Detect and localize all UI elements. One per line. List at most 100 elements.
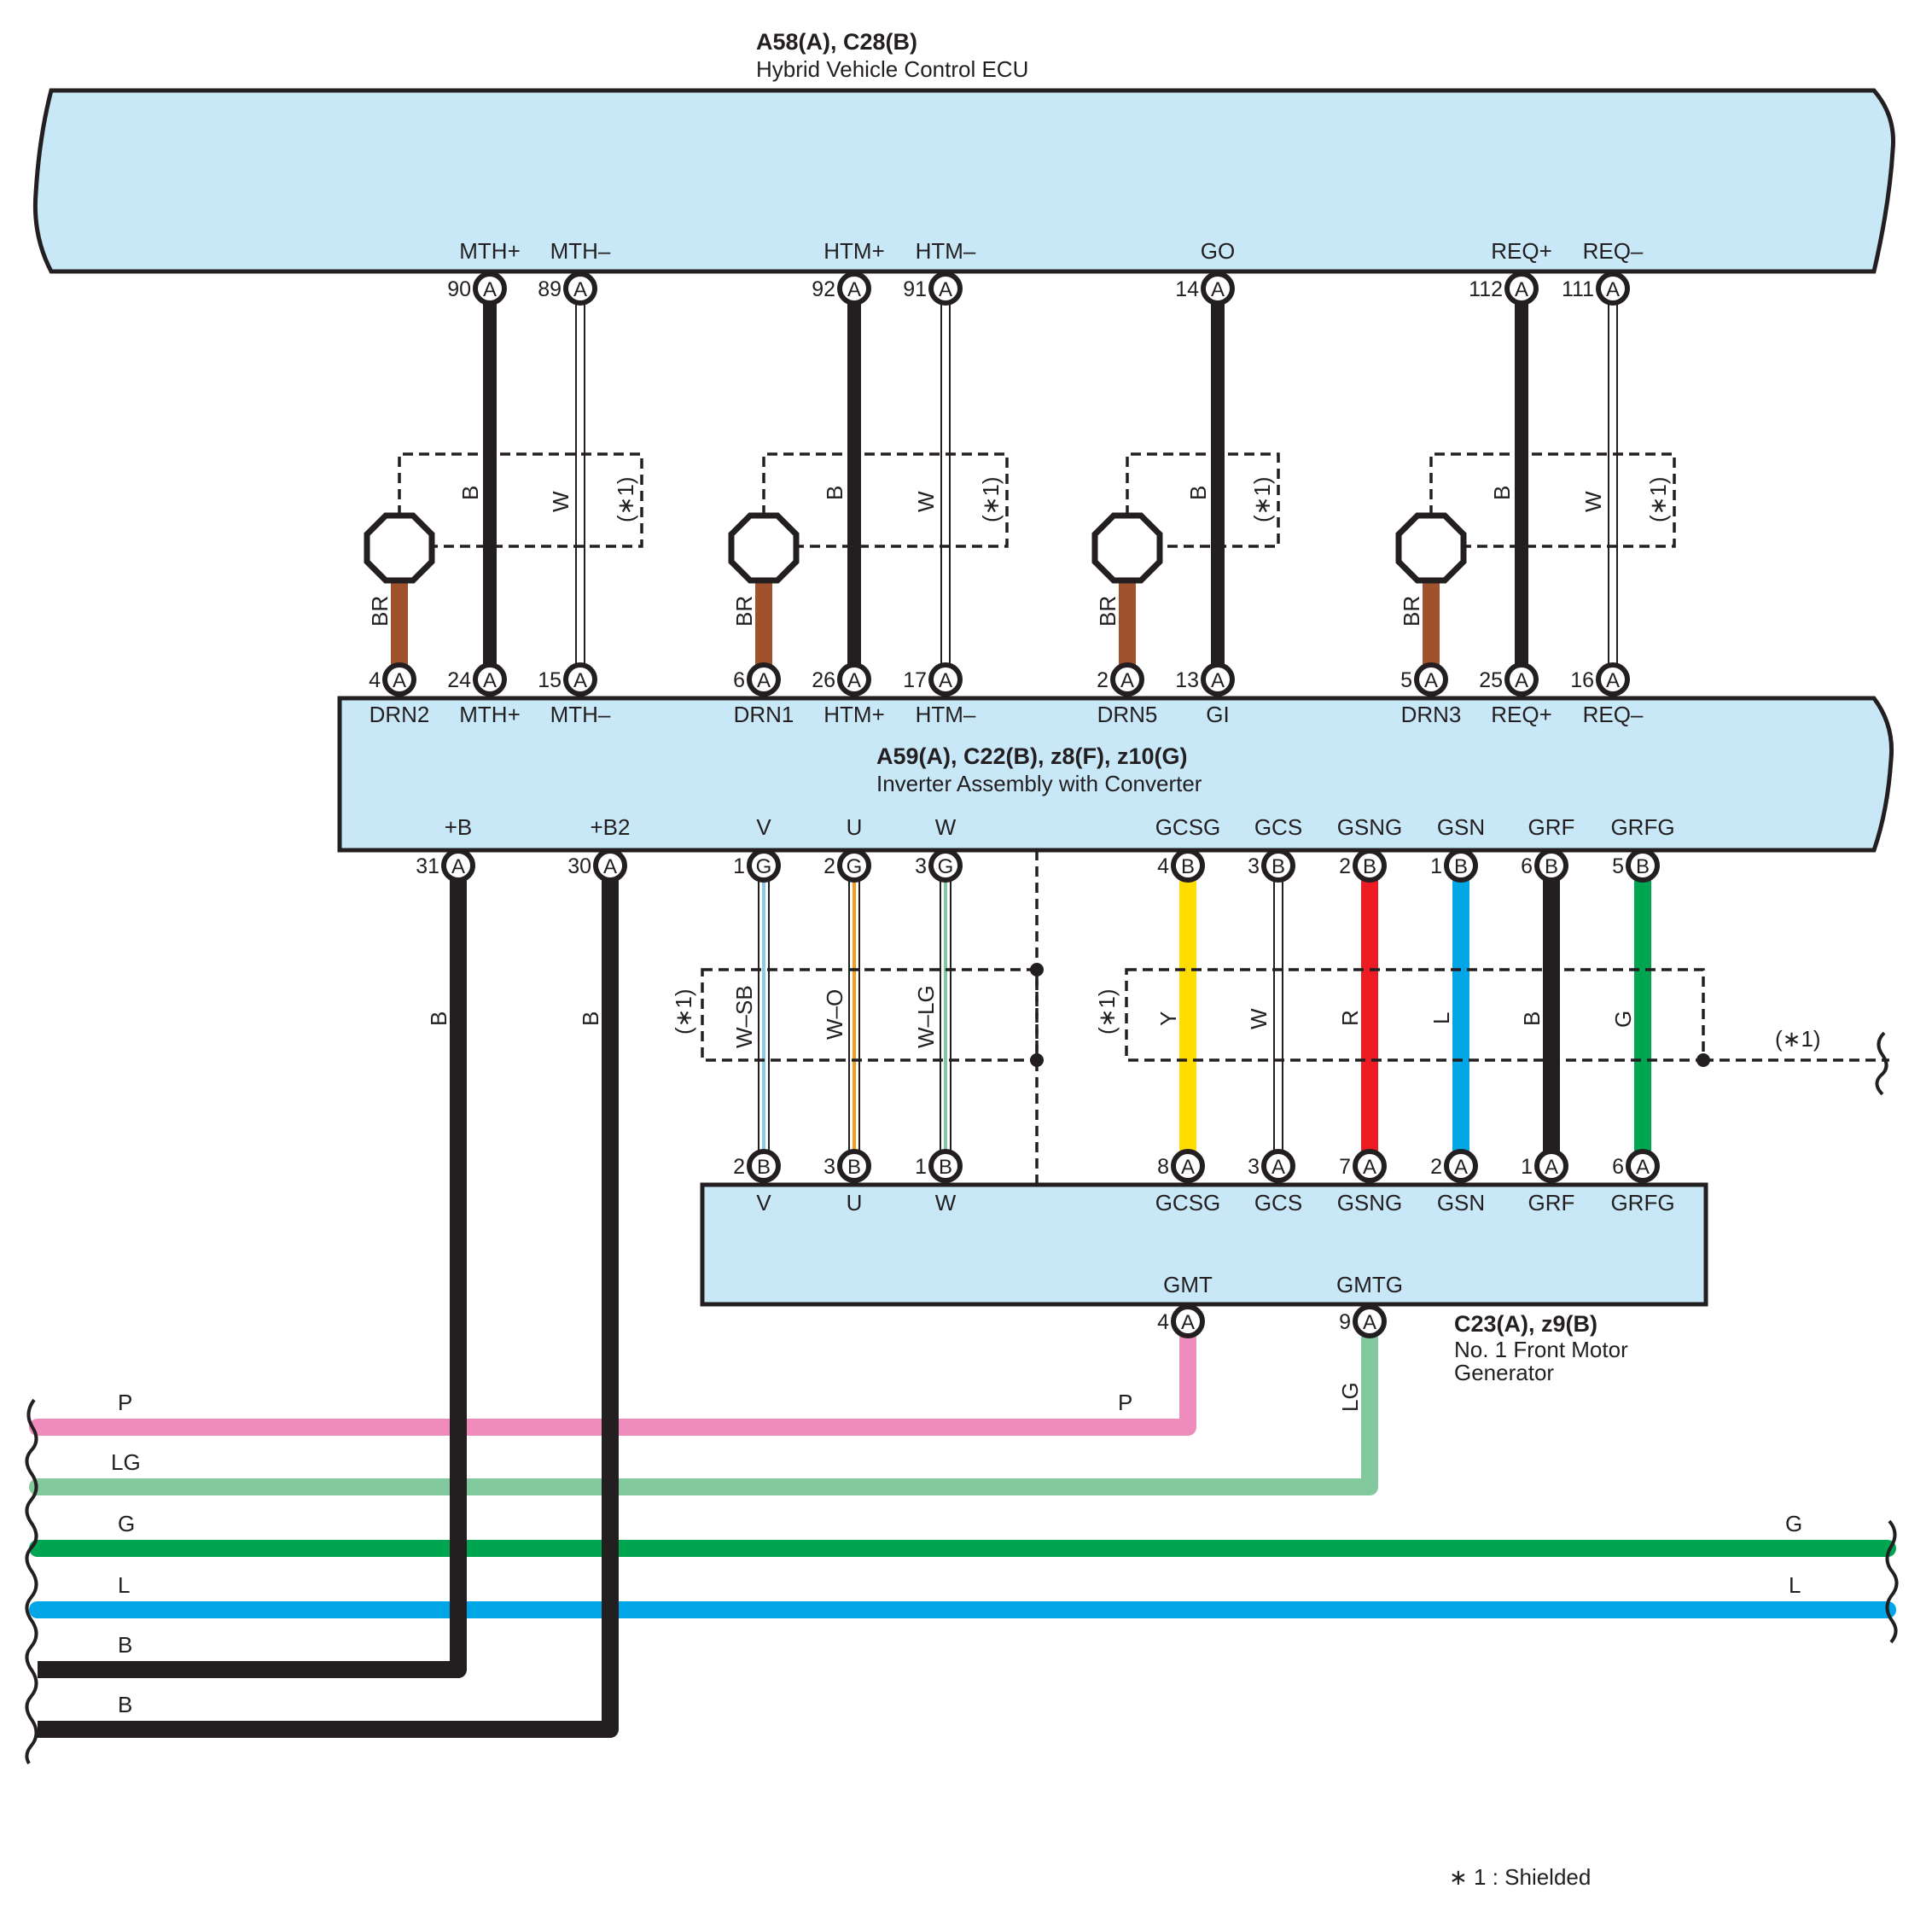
pin-connector-letter: G bbox=[847, 855, 863, 878]
shield-label-right: (∗1) bbox=[1775, 1026, 1821, 1052]
pin-circle bbox=[1444, 1149, 1478, 1183]
pin-connector-letter: A bbox=[1515, 278, 1528, 301]
pin-number: 1 bbox=[1430, 854, 1442, 878]
shield-label-1: (∗1) bbox=[613, 476, 638, 522]
wire-label-htm-plus: B bbox=[822, 486, 847, 500]
pin-connector-letter: A bbox=[939, 669, 952, 692]
drain-label-4: BR bbox=[1399, 596, 1424, 627]
pin-signal-name: DRN2 bbox=[370, 702, 430, 727]
pin-signal-name: HTM– bbox=[916, 702, 976, 727]
pin-number: 2 bbox=[733, 1155, 745, 1179]
pin-signal-name: HTM+ bbox=[823, 702, 885, 727]
pin-number: 7 bbox=[1339, 1155, 1351, 1179]
pin-circle bbox=[593, 848, 627, 883]
pin-signal-name: DRN3 bbox=[1401, 702, 1462, 727]
pin-signal-name: GCSG bbox=[1155, 1190, 1221, 1215]
pin-connector-letter: A bbox=[1636, 1156, 1650, 1179]
pin-circle bbox=[747, 1149, 781, 1183]
pin-signal-name: GRFG bbox=[1610, 1190, 1674, 1215]
pin-connector-letter: A bbox=[1363, 1156, 1376, 1179]
bus-label-l-right: L bbox=[1789, 1572, 1801, 1598]
pin-connector-letter: A bbox=[1272, 1156, 1285, 1179]
pin-connector-letter: A bbox=[847, 669, 861, 692]
pin-signal-name: GSN bbox=[1437, 1190, 1485, 1215]
pin-connector-letter: A bbox=[1211, 278, 1225, 301]
pin-circle bbox=[747, 662, 781, 697]
pin-number: 16 bbox=[1570, 668, 1594, 692]
break-mark-left bbox=[25, 1398, 38, 1765]
connector-pin: A30+B2 bbox=[567, 814, 631, 883]
pin-circle bbox=[1201, 662, 1235, 697]
ecu-code: A58(A), C28(B) bbox=[756, 29, 917, 55]
pin-signal-name: REQ– bbox=[1583, 702, 1644, 727]
pin-circle bbox=[563, 271, 597, 306]
lower-wire-labels: (∗1) W–SB W–O W–LG (∗1) Y W R L B G bbox=[671, 985, 1636, 1048]
pin-circle bbox=[1626, 1149, 1660, 1183]
pin-number: 30 bbox=[567, 854, 591, 878]
shield-box-4 bbox=[1429, 452, 1676, 548]
bus-label-b1-left: B bbox=[118, 1632, 132, 1658]
pin-circle bbox=[1353, 1149, 1387, 1183]
pin-circle bbox=[1171, 1304, 1205, 1338]
pin-signal-name: GSNG bbox=[1337, 1190, 1403, 1215]
pin-circle bbox=[747, 848, 781, 883]
pin-signal-name: V bbox=[756, 814, 771, 840]
pin-signal-name: REQ+ bbox=[1491, 238, 1552, 264]
pin-number: 4 bbox=[1157, 854, 1169, 878]
wire-label-req-plus: B bbox=[1489, 486, 1515, 500]
shield-ground-icon-4 bbox=[1395, 512, 1467, 584]
pin-number: 4 bbox=[1157, 1310, 1169, 1334]
pin-connector-letter: A bbox=[757, 669, 771, 692]
bus-label-l-left: L bbox=[118, 1572, 130, 1598]
pin-number: 3 bbox=[1248, 854, 1260, 878]
wire-label-gmtg: LG bbox=[1337, 1382, 1363, 1412]
pin-signal-name: W bbox=[935, 814, 957, 840]
pin-number: 2 bbox=[1430, 1155, 1442, 1179]
pin-circle bbox=[382, 662, 416, 697]
bus-label-g-left: G bbox=[118, 1511, 135, 1536]
pin-number: 5 bbox=[1612, 854, 1624, 878]
pin-number: 112 bbox=[1469, 277, 1503, 301]
bus-label-p-left: P bbox=[118, 1390, 132, 1415]
pin-signal-name: W bbox=[935, 1190, 957, 1215]
pin-number: 9 bbox=[1339, 1310, 1351, 1334]
pin-number: 6 bbox=[1612, 1155, 1624, 1179]
pin-signal-name: GCSG bbox=[1155, 814, 1221, 840]
wire-plus-b bbox=[38, 879, 467, 1678]
pin-signal-name: REQ+ bbox=[1491, 702, 1552, 727]
pin-connector-letter: A bbox=[1606, 278, 1620, 301]
wire-label-gsn: L bbox=[1429, 1012, 1454, 1024]
pin-signal-name: GMT bbox=[1163, 1272, 1213, 1297]
pin-connector-letter: B bbox=[1454, 855, 1468, 878]
pin-connector-letter: A bbox=[573, 278, 587, 301]
pin-signal-name: GRF bbox=[1528, 814, 1575, 840]
pin-number: 6 bbox=[733, 668, 745, 692]
bus-label-b2-left: B bbox=[118, 1692, 132, 1717]
wire-label-gsng: R bbox=[1337, 1010, 1363, 1026]
pin-circle bbox=[1534, 848, 1568, 883]
pin-signal-name: +B2 bbox=[591, 814, 631, 840]
pin-circle bbox=[837, 848, 871, 883]
ground-symbol-group bbox=[364, 512, 1467, 584]
pin-number: 5 bbox=[1400, 668, 1412, 692]
connector-pin: B1W bbox=[915, 1149, 963, 1215]
pin-circle bbox=[1171, 848, 1205, 883]
pin-circle bbox=[1171, 1149, 1205, 1183]
pin-signal-name: DRN5 bbox=[1097, 702, 1158, 727]
pin-signal-name: DRN1 bbox=[734, 702, 794, 727]
motor-name-line2: Generator bbox=[1454, 1360, 1554, 1385]
